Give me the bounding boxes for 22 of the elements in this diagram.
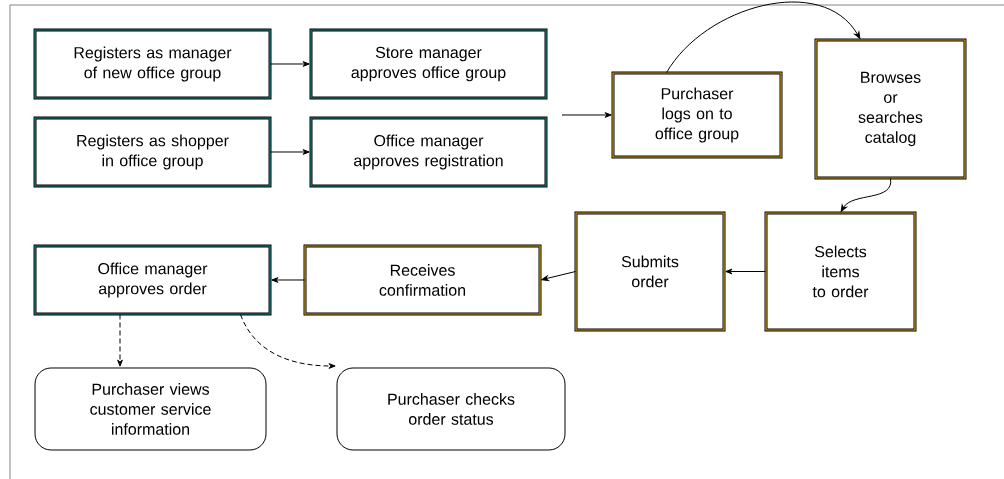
process-box: Registers as shopper in office group: [33, 116, 272, 188]
process-box: Purchaser logs on to office group: [611, 71, 783, 159]
process-box: Selects items to order: [764, 211, 917, 332]
arrow: [725, 268, 767, 275]
arrow: [840, 177, 892, 212]
arrow: [561, 112, 612, 118]
arrow: [239, 313, 336, 369]
arrow: [269, 61, 310, 67]
arrow: [541, 271, 577, 282]
process-box: Store manager approves office group: [309, 28, 548, 100]
process-box: Submits order: [574, 211, 726, 332]
arrow: [269, 149, 310, 155]
process-box: Office manager approves order: [33, 244, 272, 316]
arrow: [271, 277, 306, 283]
process-box: Browses or searches catalog: [814, 38, 967, 180]
process-box: Registers as manager of new office group: [33, 28, 272, 100]
process-box: Receives confirmation: [303, 244, 542, 316]
process-box: Office manager approves registration: [309, 116, 548, 188]
arrow: [666, 1, 861, 74]
arrow: [117, 313, 123, 367]
rounded-box: Purchaser checks order status: [336, 367, 566, 451]
rounded-box: Purchaser views customer service information: [34, 367, 267, 451]
